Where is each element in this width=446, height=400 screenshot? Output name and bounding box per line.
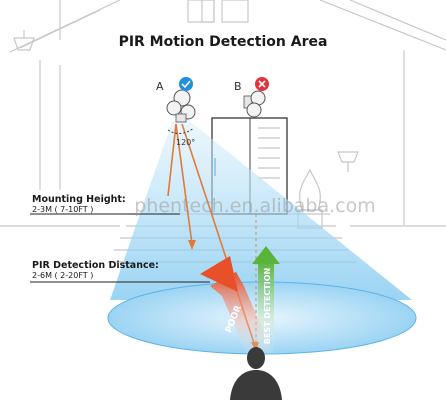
sensor-a: [166, 89, 196, 123]
arrowhead-1: [188, 240, 196, 250]
diagram-title: PIR Motion Detection Area: [119, 34, 328, 50]
detection-distance-heading: PIR Detection Distance:: [32, 260, 159, 271]
mounting-height-value: 2-3M ( 7-10FT ): [32, 205, 93, 214]
check-badge-icon: [179, 77, 193, 91]
sensor-a-label: A: [156, 80, 164, 93]
detection-cone: [110, 118, 412, 300]
poor-arrow: [200, 256, 272, 362]
best-detection-arrow: [252, 246, 280, 356]
watermark: phentech.en.alibaba.com: [134, 195, 376, 217]
angle-label: 120°: [176, 138, 195, 147]
sensor-b-label: B: [234, 80, 242, 93]
mounting-height-heading: Mounting Height:: [32, 194, 126, 205]
best-detection-label: BEST DETECTION: [263, 268, 272, 344]
cross-badge-icon: [255, 77, 269, 91]
person-icon: [230, 347, 282, 400]
angle-arc: [167, 127, 195, 134]
detection-distance-value: 2-6M ( 2-20FT ): [32, 271, 93, 280]
sensor-b: [243, 90, 266, 118]
